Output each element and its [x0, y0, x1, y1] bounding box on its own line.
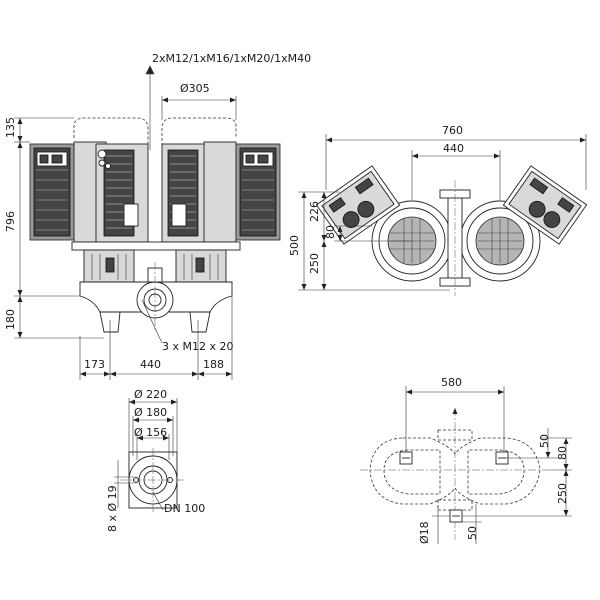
axis-offset-label: 80: [324, 225, 337, 239]
flange-dimensions: Ø 220 Ø 180 Ø 156 8 x Ø 19 DN 100: [106, 388, 205, 532]
foot-spacing-label: 580: [441, 376, 462, 389]
dim-250: 250: [556, 483, 569, 504]
front-dimensions: 2xM12/1xM16/1xM20/1xM40 Ø305 135 796 180…: [4, 52, 311, 380]
height-base-label: 180: [4, 309, 17, 330]
overall-depth-label: 500: [288, 235, 301, 256]
top-right-module: [502, 165, 588, 245]
motor-diameter-label: Ø305: [180, 82, 210, 95]
left-motor: [73, 141, 149, 243]
hole-diameter-label: Ø18: [418, 521, 431, 544]
right-motor: [161, 141, 237, 243]
top-left-module: [315, 165, 401, 245]
dim-80: 80: [556, 446, 569, 460]
overall-width-label: 760: [442, 124, 463, 137]
left-control-module: [29, 143, 75, 241]
top-dimensions: 760 440 500 226 250 80: [288, 124, 587, 291]
lower-depth-label: 250: [308, 253, 321, 274]
base-view: [360, 408, 550, 540]
top-view: [315, 165, 588, 296]
module-offset-label: 226: [308, 201, 321, 222]
front-view: [29, 117, 281, 333]
bolt-holes-label: 8 x Ø 19: [106, 485, 119, 532]
right-control-module: [235, 143, 281, 241]
nominal-size-label: DN 100: [164, 502, 205, 515]
dim-50-bottom: 50: [466, 526, 479, 540]
dim-50-top: 50: [538, 434, 551, 448]
height-motor-label: 796: [4, 211, 17, 232]
center-distance-label: 440: [140, 358, 161, 371]
motor-spacing-label: 440: [443, 142, 464, 155]
left-offset-label: 173: [84, 358, 105, 371]
cable-gland-label: 2xM12/1xM16/1xM20/1xM40: [152, 52, 311, 65]
height-top-label: 135: [4, 117, 17, 138]
bolt-circle-diameter: Ø 180: [134, 406, 167, 419]
right-offset-label: 188: [203, 358, 224, 371]
raised-face-diameter: Ø 156: [134, 426, 167, 439]
flange-outer-diameter: Ø 220: [134, 388, 167, 401]
mounting-plate: [71, 241, 241, 251]
base-feet: [399, 451, 509, 523]
base-dimensions: 580 50 80 250 Ø18 50: [405, 376, 572, 544]
flange-view: [120, 448, 186, 512]
